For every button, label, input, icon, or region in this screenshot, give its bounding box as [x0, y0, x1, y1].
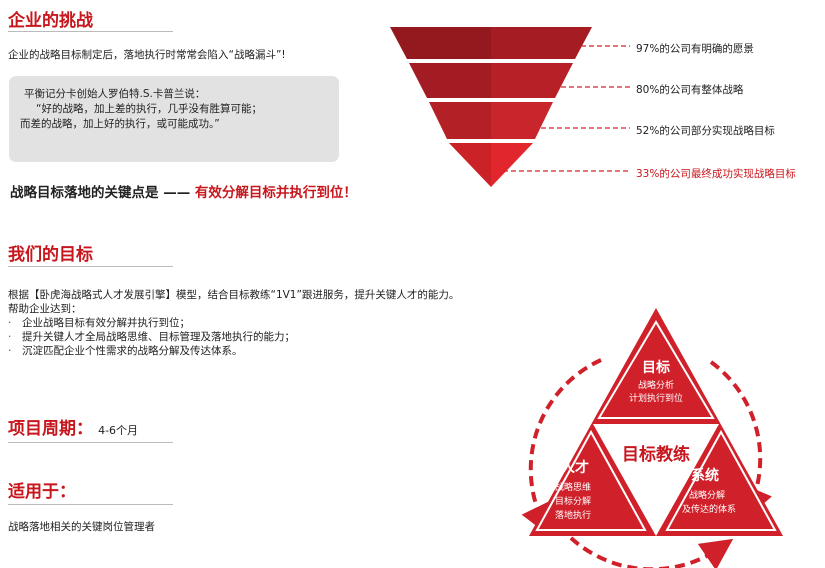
key-point-prefix: 战略目标落地的关键点是 —— — [10, 185, 191, 201]
right-sub-triangle — [665, 429, 777, 531]
funnel-layer-4 — [449, 143, 533, 187]
funnel-layer-3 — [429, 102, 553, 139]
scope-rule — [8, 504, 173, 505]
goal-title-rule — [8, 266, 173, 267]
triangle-right-title: 系统 — [691, 467, 719, 484]
funnel-stat-2: 80%的公司有整体战略 — [636, 84, 744, 96]
funnel-stat-1: 97%的公司有明确的愿景 — [636, 43, 754, 55]
cycle-row: 项目周期： 4-6个月 — [8, 414, 138, 439]
cycle-value: 4-6个月 — [98, 424, 139, 437]
scope-label: 适用于： — [8, 482, 76, 502]
triangle-right-line-1: 战略分解 — [689, 489, 725, 501]
funnel-shade-4 — [449, 143, 491, 187]
challenge-title: 企业的挑战 — [8, 11, 93, 31]
cycle-arrow-left — [521, 358, 602, 537]
quote-line-1: 平衡记分卡创始人罗伯特.S.卡普兰说： — [24, 88, 206, 100]
triangle-left-line-1: 战略思维 — [555, 481, 591, 493]
top-sub-triangle — [597, 320, 715, 419]
coaching-triangle-diagram: 目标教练 目标 战略分析 计划执行到位 人才 战略思维 目标分解 落地执行 系统… — [521, 308, 783, 568]
goal-bullet-3: 沉淀匹配企业个性需求的战略分解及传达体系。 — [8, 344, 295, 358]
left-sub-triangle — [535, 429, 647, 531]
challenge-title-rule — [8, 31, 173, 32]
cycle-label: 项目周期： — [8, 419, 93, 439]
triangle-left-title: 人才 — [561, 459, 589, 476]
triangle-right-line-2: 及传达的体系 — [682, 503, 736, 515]
funnel-layer-1 — [390, 27, 592, 59]
challenge-intro: 企业的战略目标制定后，落地执行时常常会陷入“战略漏斗”! — [8, 49, 286, 61]
quote-line-2: “好的战略，加上差的执行，几乎没有胜算可能； — [36, 103, 262, 115]
triangle-top-line-2: 计划执行到位 — [629, 392, 683, 404]
goal-line-2: 帮助企业达到： — [8, 303, 82, 315]
goal-bullet-1: 企业战略目标有效分解并执行到位； — [8, 316, 295, 330]
goal-bullet-2: 提升关键人才全局战略思维、目标管理及落地执行的能力； — [8, 330, 295, 344]
funnel-shade-1 — [390, 27, 491, 59]
triangle-top-line-1: 战略分析 — [638, 379, 674, 391]
triangle-center-label: 目标教练 — [622, 444, 690, 465]
quote-box: 平衡记分卡创始人罗伯特.S.卡普兰说： “好的战略，加上差的执行，几乎没有胜算可… — [9, 76, 339, 162]
funnel-shade-3 — [429, 102, 491, 139]
funnel-layer-2 — [409, 63, 573, 98]
funnel-stat-3: 52%的公司部分实现战略目标 — [636, 125, 775, 137]
goal-line-1: 根据【卧虎海战略式人才发展引擎】模型，结合目标教练“1V1”跟进服务，提升关键人… — [8, 289, 460, 301]
goal-title: 我们的目标 — [8, 245, 93, 265]
funnel-shade-2 — [409, 63, 491, 98]
triangle-top-title: 目标 — [642, 359, 670, 376]
outer-triangle — [529, 308, 783, 536]
cycle-rule — [8, 442, 173, 443]
quote-line-3: 而差的战略，加上好的执行，或可能成功。” — [20, 118, 220, 130]
goal-bullet-list: 企业战略目标有效分解并执行到位； 提升关键人才全局战略思维、目标管理及落地执行的… — [8, 316, 295, 358]
key-point: 战略目标落地的关键点是 —— 有效分解目标并执行到位！ — [10, 181, 357, 201]
triangle-left-line-3: 落地执行 — [555, 509, 591, 521]
cycle-arrow-bottom — [569, 536, 734, 568]
cycle-arrow-right — [709, 360, 772, 520]
triangle-left-line-2: 目标分解 — [555, 495, 591, 507]
key-point-highlight: 有效分解目标并执行到位！ — [194, 185, 357, 201]
inner-gap-triangle — [593, 424, 719, 536]
strategy-funnel — [390, 27, 630, 187]
scope-value: 战略落地相关的关键岗位管理者 — [8, 521, 155, 533]
funnel-stat-4: 33%的公司最终成功实现战略目标 — [636, 168, 796, 180]
